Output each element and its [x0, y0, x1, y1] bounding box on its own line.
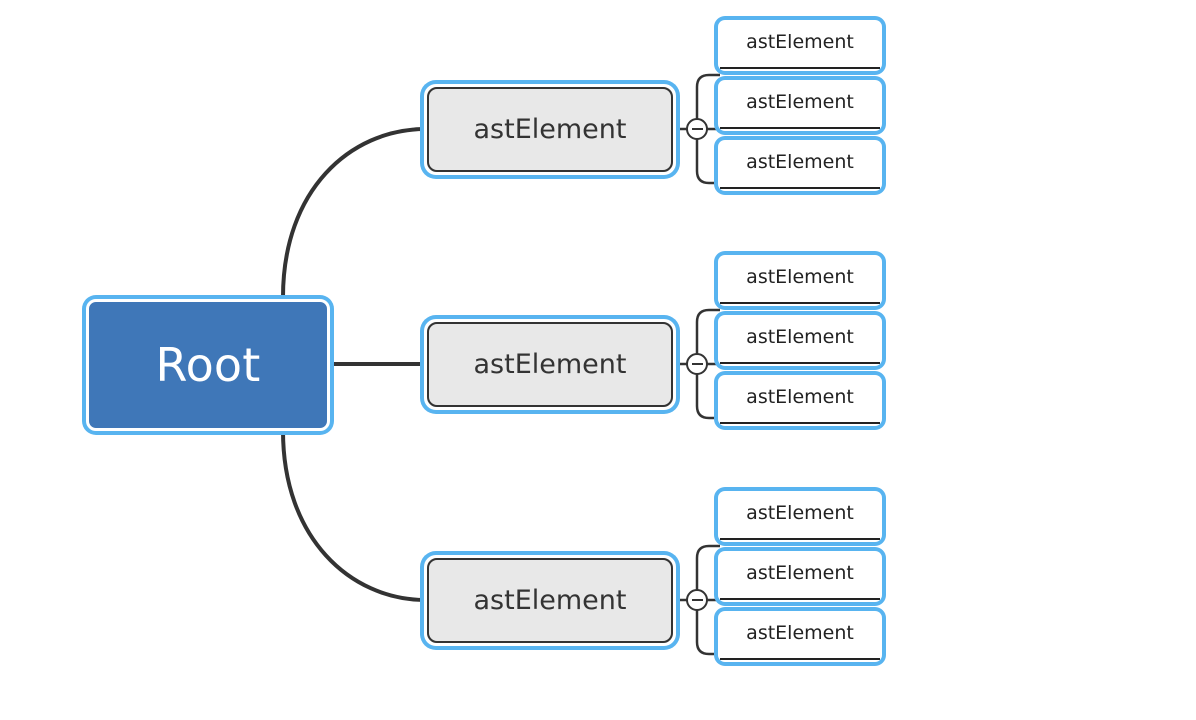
root-node[interactable]: Root [82, 295, 334, 435]
root-label: Root [155, 338, 261, 392]
minus-icon [691, 128, 703, 130]
leaf-node-2-3-body: astElement [718, 375, 882, 426]
branch-node-1-label: astElement [473, 114, 627, 145]
leaf-underline [720, 538, 880, 540]
leaf-node-2-1[interactable]: astElement [714, 251, 886, 310]
leaf-node-3-2[interactable]: astElement [714, 547, 886, 606]
leaf-node-3-2-body: astElement [718, 551, 882, 602]
leaf-node-3-3-label: astElement [746, 622, 854, 644]
root-node-body: Root [86, 299, 330, 431]
branch-node-2-face: astElement [427, 322, 673, 407]
collapse-toggle-2[interactable] [686, 353, 708, 375]
collapse-toggle-1[interactable] [686, 118, 708, 140]
leaf-underline [720, 302, 880, 304]
leaf-node-2-2[interactable]: astElement [714, 311, 886, 370]
leaf-node-1-3-body: astElement [718, 140, 882, 191]
edge-root-to-branch-1 [281, 127, 425, 298]
leaf-node-3-1-body: astElement [718, 491, 882, 542]
leaf-underline [720, 67, 880, 69]
leaf-node-3-1-label: astElement [746, 502, 854, 524]
leaf-node-1-1[interactable]: astElement [714, 16, 886, 75]
branch-node-2-label: astElement [473, 349, 627, 380]
leaf-node-3-1[interactable]: astElement [714, 487, 886, 546]
leaf-underline [720, 362, 880, 364]
collapse-toggle-3[interactable] [686, 589, 708, 611]
minus-icon [691, 599, 703, 601]
branch-node-3-face: astElement [427, 558, 673, 643]
leaf-node-1-2-label: astElement [746, 91, 854, 113]
branch-node-2-body: astElement [424, 319, 676, 410]
leaf-underline [720, 127, 880, 129]
leaf-node-1-1-body: astElement [718, 20, 882, 71]
branch-node-1-face: astElement [427, 87, 673, 172]
leaf-node-1-2-body: astElement [718, 80, 882, 131]
edge-root-to-branch-3 [281, 430, 425, 602]
minus-icon [691, 363, 703, 365]
leaf-node-1-3-label: astElement [746, 151, 854, 173]
leaf-node-3-3[interactable]: astElement [714, 607, 886, 666]
branch-node-1-body: astElement [424, 84, 676, 175]
leaf-underline [720, 658, 880, 660]
leaf-node-2-3[interactable]: astElement [714, 371, 886, 430]
branch-node-3-label: astElement [473, 585, 627, 616]
leaf-node-1-1-label: astElement [746, 31, 854, 53]
leaf-node-2-2-body: astElement [718, 315, 882, 366]
leaf-underline [720, 422, 880, 424]
leaf-node-2-1-body: astElement [718, 255, 882, 306]
leaf-node-1-2[interactable]: astElement [714, 76, 886, 135]
leaf-node-1-3[interactable]: astElement [714, 136, 886, 195]
leaf-node-3-2-label: astElement [746, 562, 854, 584]
leaf-underline [720, 187, 880, 189]
leaf-node-3-3-body: astElement [718, 611, 882, 662]
leaf-node-2-1-label: astElement [746, 266, 854, 288]
leaf-underline [720, 598, 880, 600]
branch-node-2[interactable]: astElement [420, 315, 680, 414]
branch-node-3-body: astElement [424, 555, 676, 646]
leaf-node-2-2-label: astElement [746, 326, 854, 348]
leaf-node-2-3-label: astElement [746, 386, 854, 408]
branch-node-1[interactable]: astElement [420, 80, 680, 179]
branch-node-3[interactable]: astElement [420, 551, 680, 650]
